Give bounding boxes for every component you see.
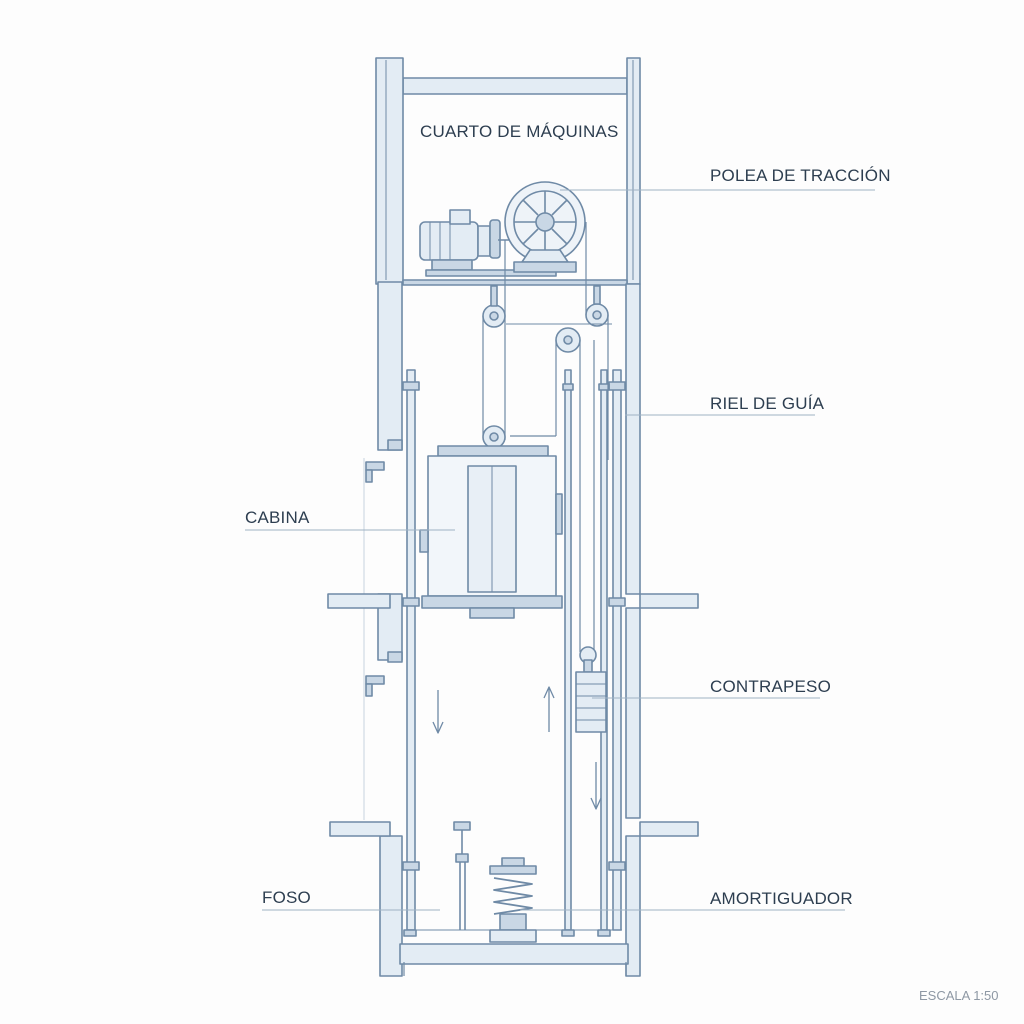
motor-icon <box>419 209 557 277</box>
buffer-label: AMORTIGUADOR <box>710 889 853 908</box>
counterweight-label: CONTRAPESO <box>710 677 832 696</box>
cabin-label: CABINA <box>245 508 310 527</box>
floor-slabs <box>327 593 699 837</box>
leader-lines <box>245 189 875 911</box>
traction-sheave-icon <box>504 181 586 273</box>
hoist-ropes <box>482 222 609 652</box>
buffer-icon <box>489 857 537 943</box>
pit-buffer-left <box>453 821 471 930</box>
traction-sheave-label: POLEA DE TRACCIÓN <box>710 166 891 185</box>
cabin-icon <box>419 445 563 619</box>
machine-room-structure <box>375 57 641 451</box>
direction-arrows <box>432 686 602 810</box>
pit-label: FOSO <box>262 888 311 907</box>
deflector-pulleys <box>482 285 612 353</box>
car-sheave-icon <box>482 425 506 449</box>
landing-door-hardware <box>365 439 403 697</box>
pit-rail-brackets <box>403 929 611 937</box>
guide-rail-label: RIEL DE GUÍA <box>710 394 825 413</box>
machine-room-label: CUARTO DE MÁQUINAS <box>420 122 619 141</box>
counterweight-icon <box>575 646 607 733</box>
scale-note: ESCALA 1:50 <box>919 988 999 1003</box>
